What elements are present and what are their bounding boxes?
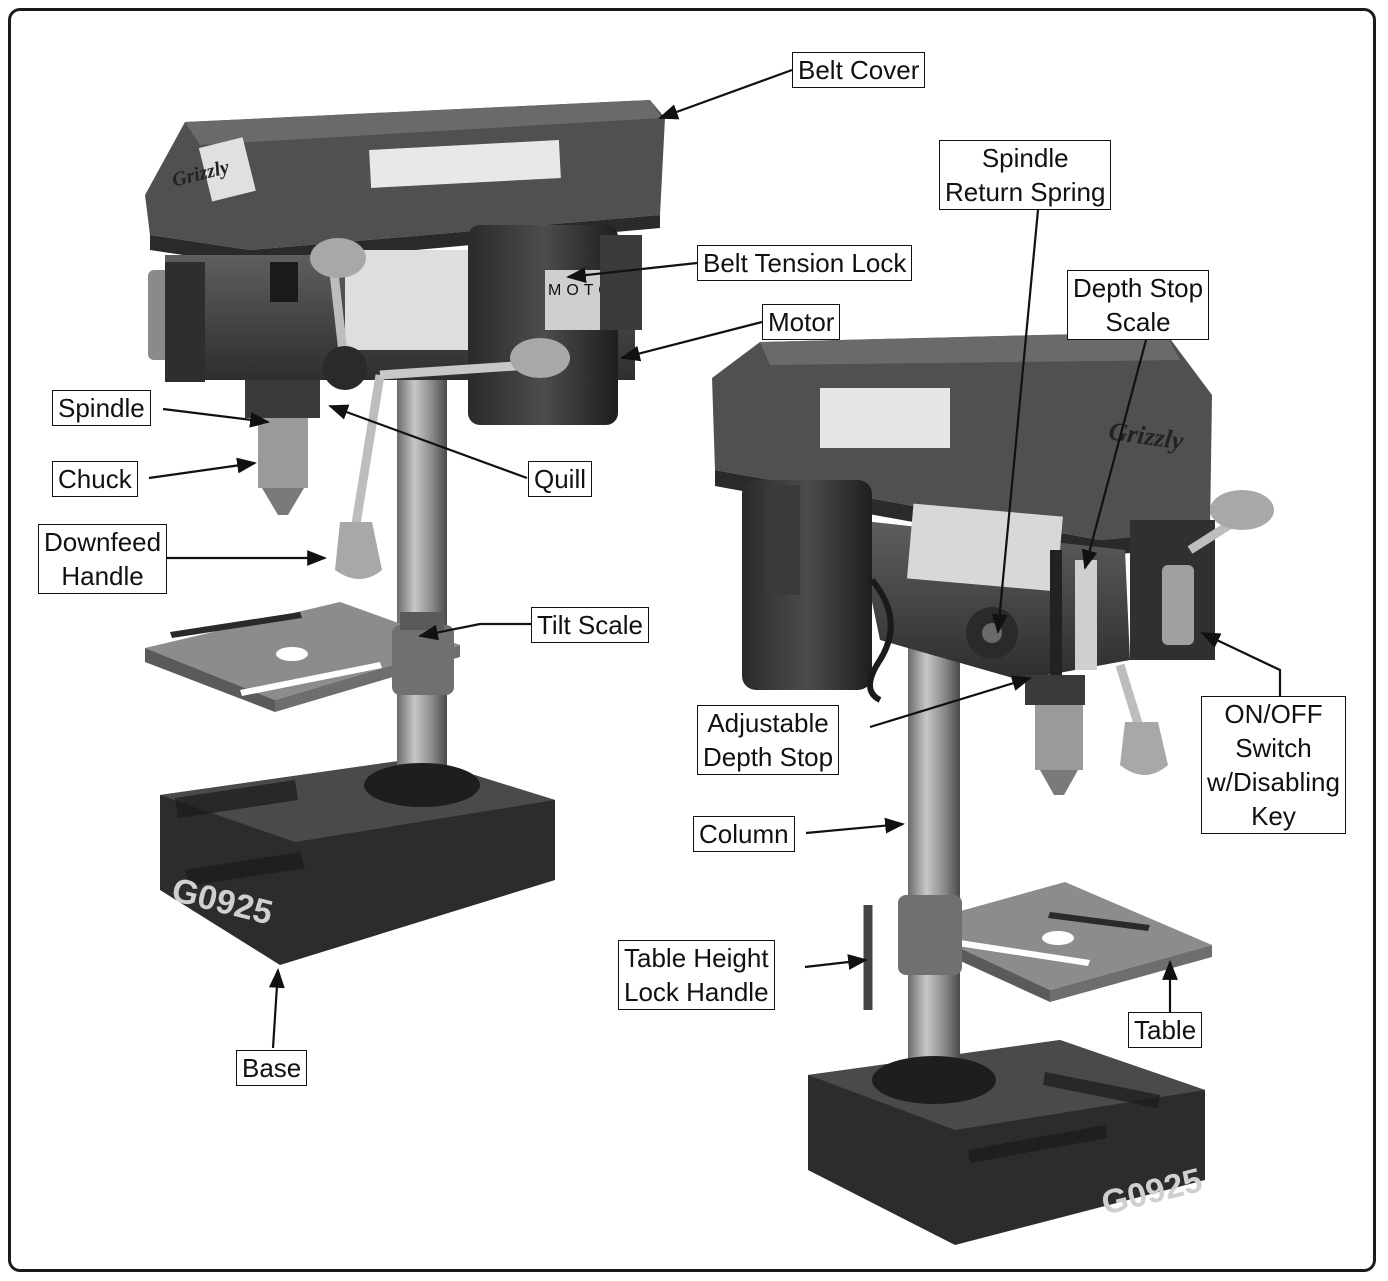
right-drill-press: G0925 Grizzly: [712, 332, 1274, 1245]
label-chuck: Chuck: [52, 461, 138, 497]
label-quill: Quill: [528, 461, 593, 497]
left-head: Grizzly MOTOR: [145, 100, 665, 425]
label-on-off-switch: ON/OFF Switch w/Disabling Key: [1201, 696, 1346, 834]
right-base: G0925: [808, 1040, 1206, 1245]
figure-frame: [8, 8, 1376, 1272]
left-base: G0925: [160, 758, 555, 965]
label-depth-stop-scale: Depth Stop Scale: [1067, 270, 1210, 340]
label-spindle-return-spring: Spindle Return Spring: [939, 140, 1112, 210]
left-downfeed-handles: [310, 238, 570, 579]
label-motor: Motor: [762, 304, 841, 340]
right-chuck: [1035, 705, 1083, 770]
label-base: Base: [236, 1050, 308, 1086]
left-drill-press: G0925 Grizzly MOT: [145, 100, 665, 965]
label-tilt-scale: Tilt Scale: [531, 607, 649, 643]
label-table-height-lock-handle: Table Height Lock Handle: [618, 940, 775, 1010]
label-spindle: Spindle: [52, 390, 151, 426]
right-table: [863, 882, 1212, 1010]
label-belt-cover: Belt Cover: [792, 52, 926, 88]
left-column: [397, 360, 447, 790]
leader-arrows: [148, 68, 1282, 1049]
right-motor: [742, 480, 872, 690]
label-belt-tension-lock: Belt Tension Lock: [697, 245, 913, 281]
left-chuck: [258, 418, 308, 488]
label-table: Table: [1128, 1012, 1203, 1048]
right-column: [908, 610, 960, 1070]
label-adjustable-depth-stop: Adjustable Depth Stop: [697, 705, 840, 775]
label-column: Column: [693, 816, 795, 852]
label-downfeed-handle: Downfeed Handle: [38, 524, 168, 594]
left-table: [145, 602, 460, 712]
